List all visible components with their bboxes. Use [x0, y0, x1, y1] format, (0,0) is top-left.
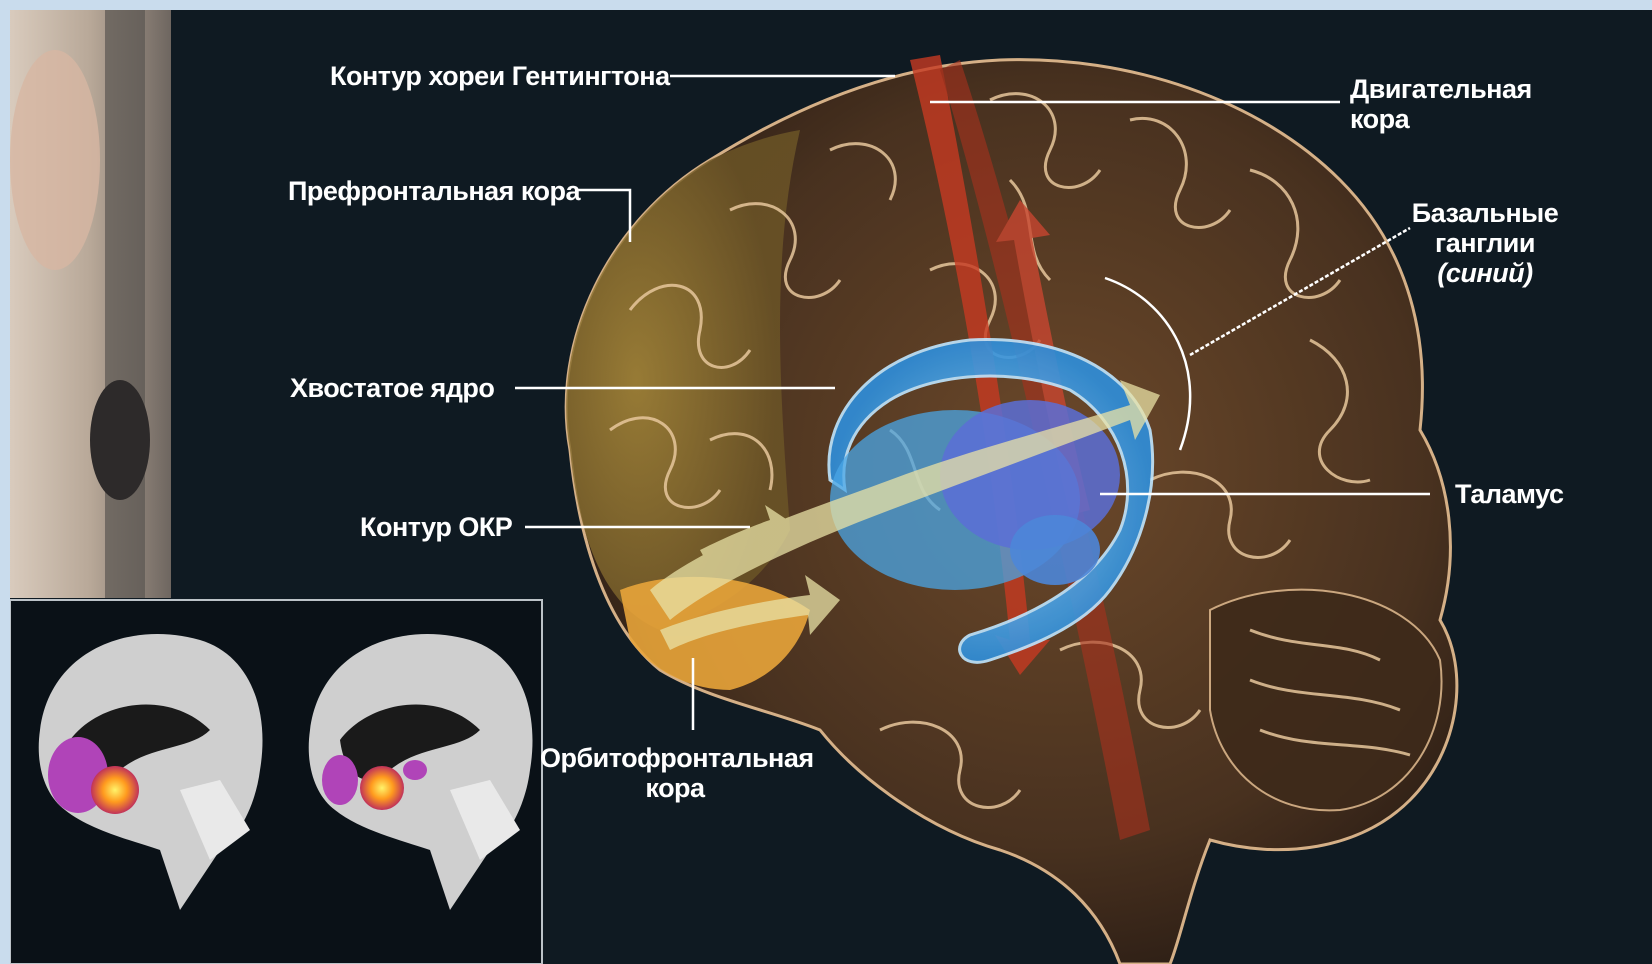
- label-motor-cortex-line2: кора: [1350, 104, 1532, 134]
- label-caudate-nucleus: Хвостатое ядро: [290, 373, 494, 403]
- label-prefrontal-cortex: Префронтальная кора: [288, 176, 580, 206]
- mri-inset: [10, 600, 542, 964]
- label-basal-ganglia: Базальные ганглии (синий): [1410, 198, 1560, 288]
- label-motor-cortex: Двигательная кора: [1350, 74, 1532, 134]
- brain-lateral-view: [566, 55, 1457, 964]
- label-motor-cortex-line1: Двигательная: [1350, 74, 1532, 104]
- label-basal-ganglia-line3: (синий): [1410, 258, 1560, 288]
- label-basal-ganglia-line2: ганглии: [1410, 228, 1560, 258]
- brain-illustration: [10, 10, 1652, 964]
- photo-strip: [10, 10, 171, 598]
- diagram-frame: Контур хореи Гентингтона Двигательная ко…: [10, 10, 1652, 964]
- label-thalamus: Таламус: [1455, 479, 1563, 509]
- label-orbitofrontal-cortex: Орбитофронтальная кора: [540, 743, 810, 803]
- label-ocd-circuit: Контур ОКР: [360, 512, 512, 542]
- label-basal-ganglia-line1: Базальные: [1410, 198, 1560, 228]
- label-orbitofrontal-line1: Орбитофронтальная: [540, 743, 810, 773]
- label-huntington-circuit: Контур хореи Гентингтона: [330, 61, 670, 91]
- label-orbitofrontal-line2: кора: [540, 773, 810, 803]
